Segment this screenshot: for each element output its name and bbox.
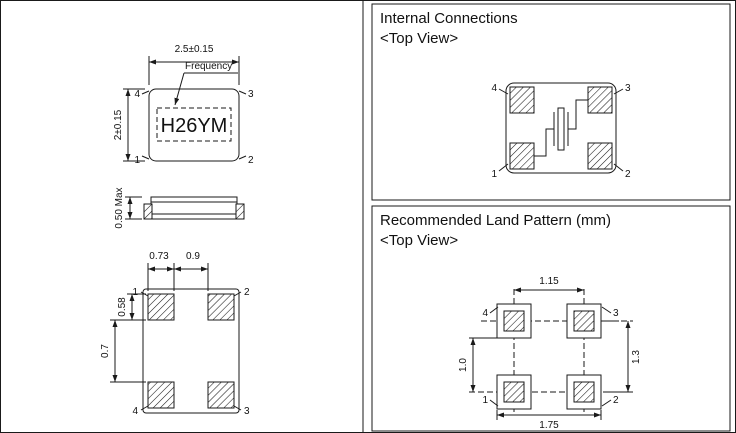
bottom-view-pad-3 <box>207 381 235 409</box>
bottom-view-pin-1: 1 <box>132 287 138 298</box>
land-pad-2-inner <box>573 381 595 403</box>
land-pin-4: 4 <box>482 308 488 319</box>
land-pad-4-inner <box>503 310 525 332</box>
land-pads <box>496 303 602 410</box>
bottom-view-top-dimensions: 0.73 0.9 <box>147 251 209 291</box>
land-dim-left: 1.0 <box>458 337 497 392</box>
top-view-pin-leaders <box>141 90 247 160</box>
bottom-view-pin-3: 3 <box>244 406 250 417</box>
top-view: 4 3 1 2 H26YM Frequency 2.5±0.15 2±0.15 <box>113 44 254 166</box>
land-dim-left-text: 1.0 <box>458 358 469 372</box>
bottom-view-pad-4 <box>147 381 175 409</box>
bottom-view-pin-4: 4 <box>132 406 138 417</box>
frequency-label: Frequency <box>185 61 232 72</box>
bottom-view-pad-1 <box>147 293 175 321</box>
internal-pad-4 <box>509 86 535 114</box>
internal-connections-subtitle: <Top View> <box>380 30 458 47</box>
bottom-view: 1 2 4 3 0.73 0.9 0.58 0.7 <box>100 251 250 417</box>
land-pattern-subtitle: <Top View> <box>380 232 458 249</box>
bottom-view-left-dimensions: 0.58 0.7 <box>100 293 146 383</box>
land-pattern-section: Recommended Land Pattern (mm) <Top View> <box>371 205 731 432</box>
land-pattern-drawing: 4 3 1 2 1.15 1.75 1.3 <box>458 276 642 431</box>
side-view: 0.50 Max <box>114 187 245 229</box>
internal-pin-3: 3 <box>625 83 631 94</box>
internal-pad-3 <box>587 86 613 114</box>
bottom-view-pad-height-dim: 0.58 <box>117 297 128 317</box>
land-dim-right: 1.3 <box>603 321 642 393</box>
crystal-symbol <box>534 99 588 157</box>
bottom-view-pad-width-dim: 0.73 <box>149 251 169 262</box>
top-view-width-dim-text: 2.5±0.15 <box>175 44 214 55</box>
internal-pin-2: 2 <box>625 169 631 180</box>
land-pad-1-inner <box>503 381 525 403</box>
bottom-view-pin-2: 2 <box>244 287 250 298</box>
top-view-pin-2: 2 <box>248 155 254 166</box>
top-view-package-outline <box>148 88 240 162</box>
top-view-marking: H26YM <box>161 115 228 137</box>
side-view-terminal-left <box>143 203 153 220</box>
internal-pin-leaders <box>498 88 624 172</box>
side-view-thickness-dimension: 0.50 Max <box>114 187 142 229</box>
top-view-width-dimension: 2.5±0.15 <box>148 44 240 85</box>
land-pad-3-inner <box>573 310 595 332</box>
bottom-view-pad-2 <box>207 293 235 321</box>
internal-pin-4: 4 <box>491 83 497 94</box>
land-dim-top-text: 1.15 <box>539 276 559 287</box>
bottom-view-pad-gap-x-dim: 0.9 <box>186 251 200 262</box>
top-view-height-dimension: 2±0.15 <box>113 88 145 162</box>
top-view-height-dim-text: 2±0.15 <box>113 109 124 140</box>
land-dim-top: 1.15 <box>514 276 584 293</box>
land-pattern-title: Recommended Land Pattern (mm) <box>380 212 611 229</box>
land-pin-leaders <box>489 306 612 407</box>
internal-pad-1 <box>509 142 535 170</box>
land-dim-bottom-text: 1.75 <box>539 420 559 431</box>
internal-connections-title: Internal Connections <box>380 10 518 27</box>
top-view-marking-box <box>156 107 232 142</box>
land-dim-right-text: 1.3 <box>631 350 642 364</box>
side-view-terminal-right <box>235 203 245 220</box>
land-pin-2: 2 <box>613 395 619 406</box>
bottom-view-pad-gap-y-dim: 0.7 <box>100 344 111 358</box>
internal-connections-section: Internal Connections <Top View> <box>371 3 731 201</box>
side-view-body <box>150 196 238 220</box>
top-view-pin-3: 3 <box>248 89 254 100</box>
internal-pin-1: 1 <box>491 169 497 180</box>
internal-pad-2 <box>587 142 613 170</box>
side-view-thickness-dim-text: 0.50 Max <box>114 187 125 228</box>
land-pattern-box <box>371 205 731 432</box>
land-dim-bottom: 1.75 <box>496 410 602 431</box>
land-pin-1: 1 <box>482 395 488 406</box>
land-pin-3: 3 <box>613 308 619 319</box>
internal-connections-drawing: 4 3 1 2 <box>491 82 631 180</box>
top-view-pin-4: 4 <box>134 89 140 100</box>
frequency-leader <box>174 72 185 106</box>
